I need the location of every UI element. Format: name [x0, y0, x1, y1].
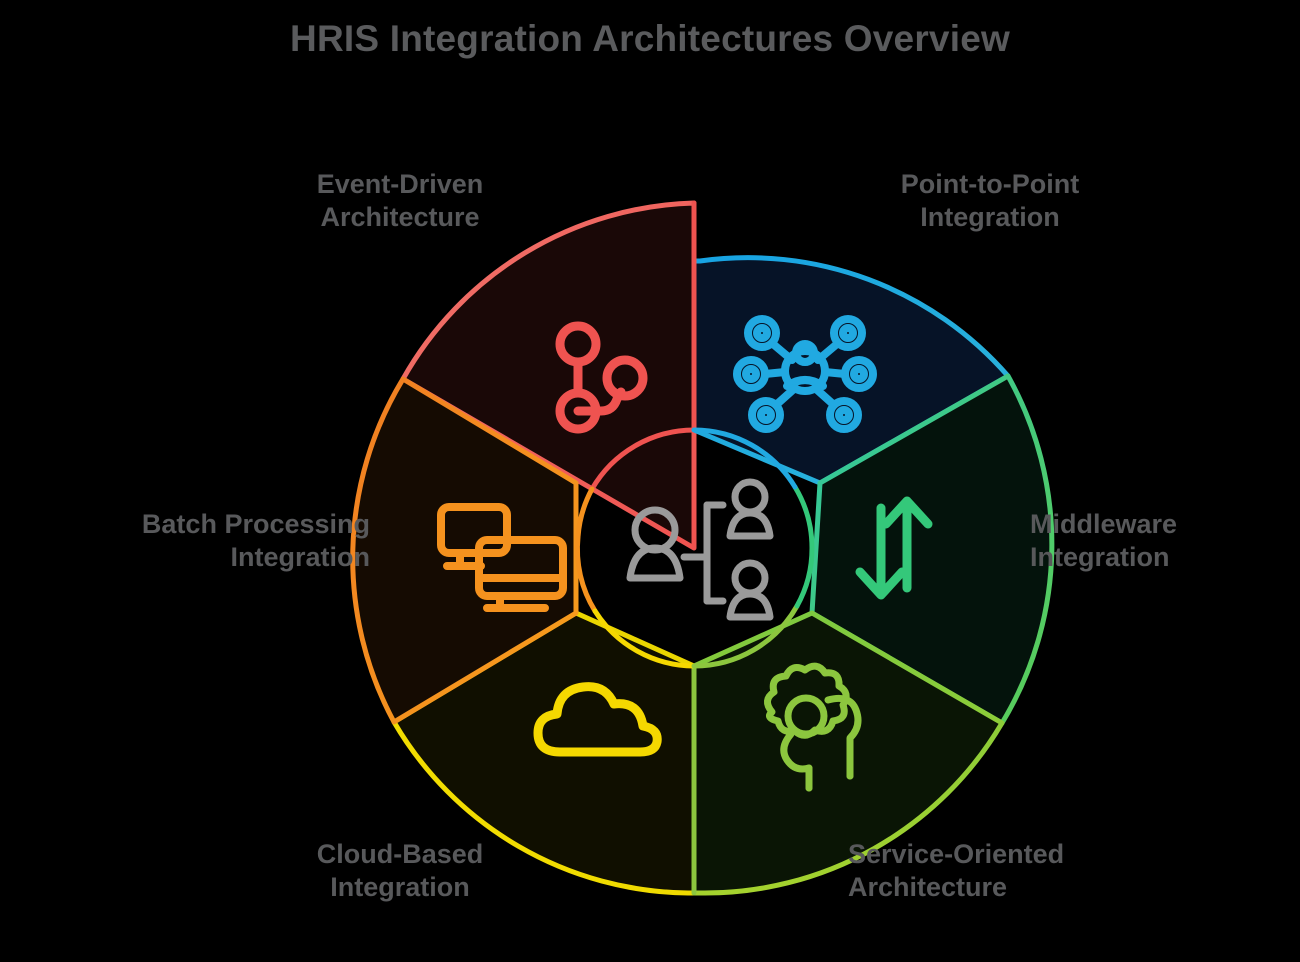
- center-circle[interactable]: [574, 427, 815, 669]
- bidirectional-arrows-icon: [855, 496, 933, 600]
- service-gears-icon: [764, 662, 862, 792]
- segment-service-oriented[interactable]: [691, 610, 1005, 896]
- label-cloud-based: Cloud-Based Integration: [316, 839, 484, 902]
- network-hub-icon: [733, 315, 877, 433]
- label-middleware: Middleware Integration: [1030, 509, 1178, 572]
- git-branch-icon: [555, 321, 648, 434]
- org-chart-people-icon: [626, 478, 774, 621]
- label-event-driven: Event-Driven Architecture: [316, 169, 484, 232]
- segment-batch-processing[interactable]: [350, 376, 579, 725]
- segment-shape-event-driven[interactable]: [400, 200, 697, 551]
- stacked-screens-icon: [437, 503, 567, 612]
- segment-cloud-based[interactable]: [391, 610, 697, 896]
- label-batch-processing: Batch Processing Integration: [141, 509, 370, 572]
- segment-shape-middleware[interactable]: [809, 373, 1055, 726]
- segment-event-driven[interactable]: [400, 200, 697, 551]
- segment-middleware[interactable]: [809, 373, 1055, 726]
- cloud-icon: [533, 682, 662, 757]
- label-point-to-point: Point-to-Point Integration: [900, 169, 1080, 232]
- page-title: HRIS Integration Architectures Overview: [290, 18, 1010, 59]
- segment-point-to-point[interactable]: [691, 200, 1011, 486]
- label-service-oriented: Service-Oriented Architecture: [848, 839, 1065, 902]
